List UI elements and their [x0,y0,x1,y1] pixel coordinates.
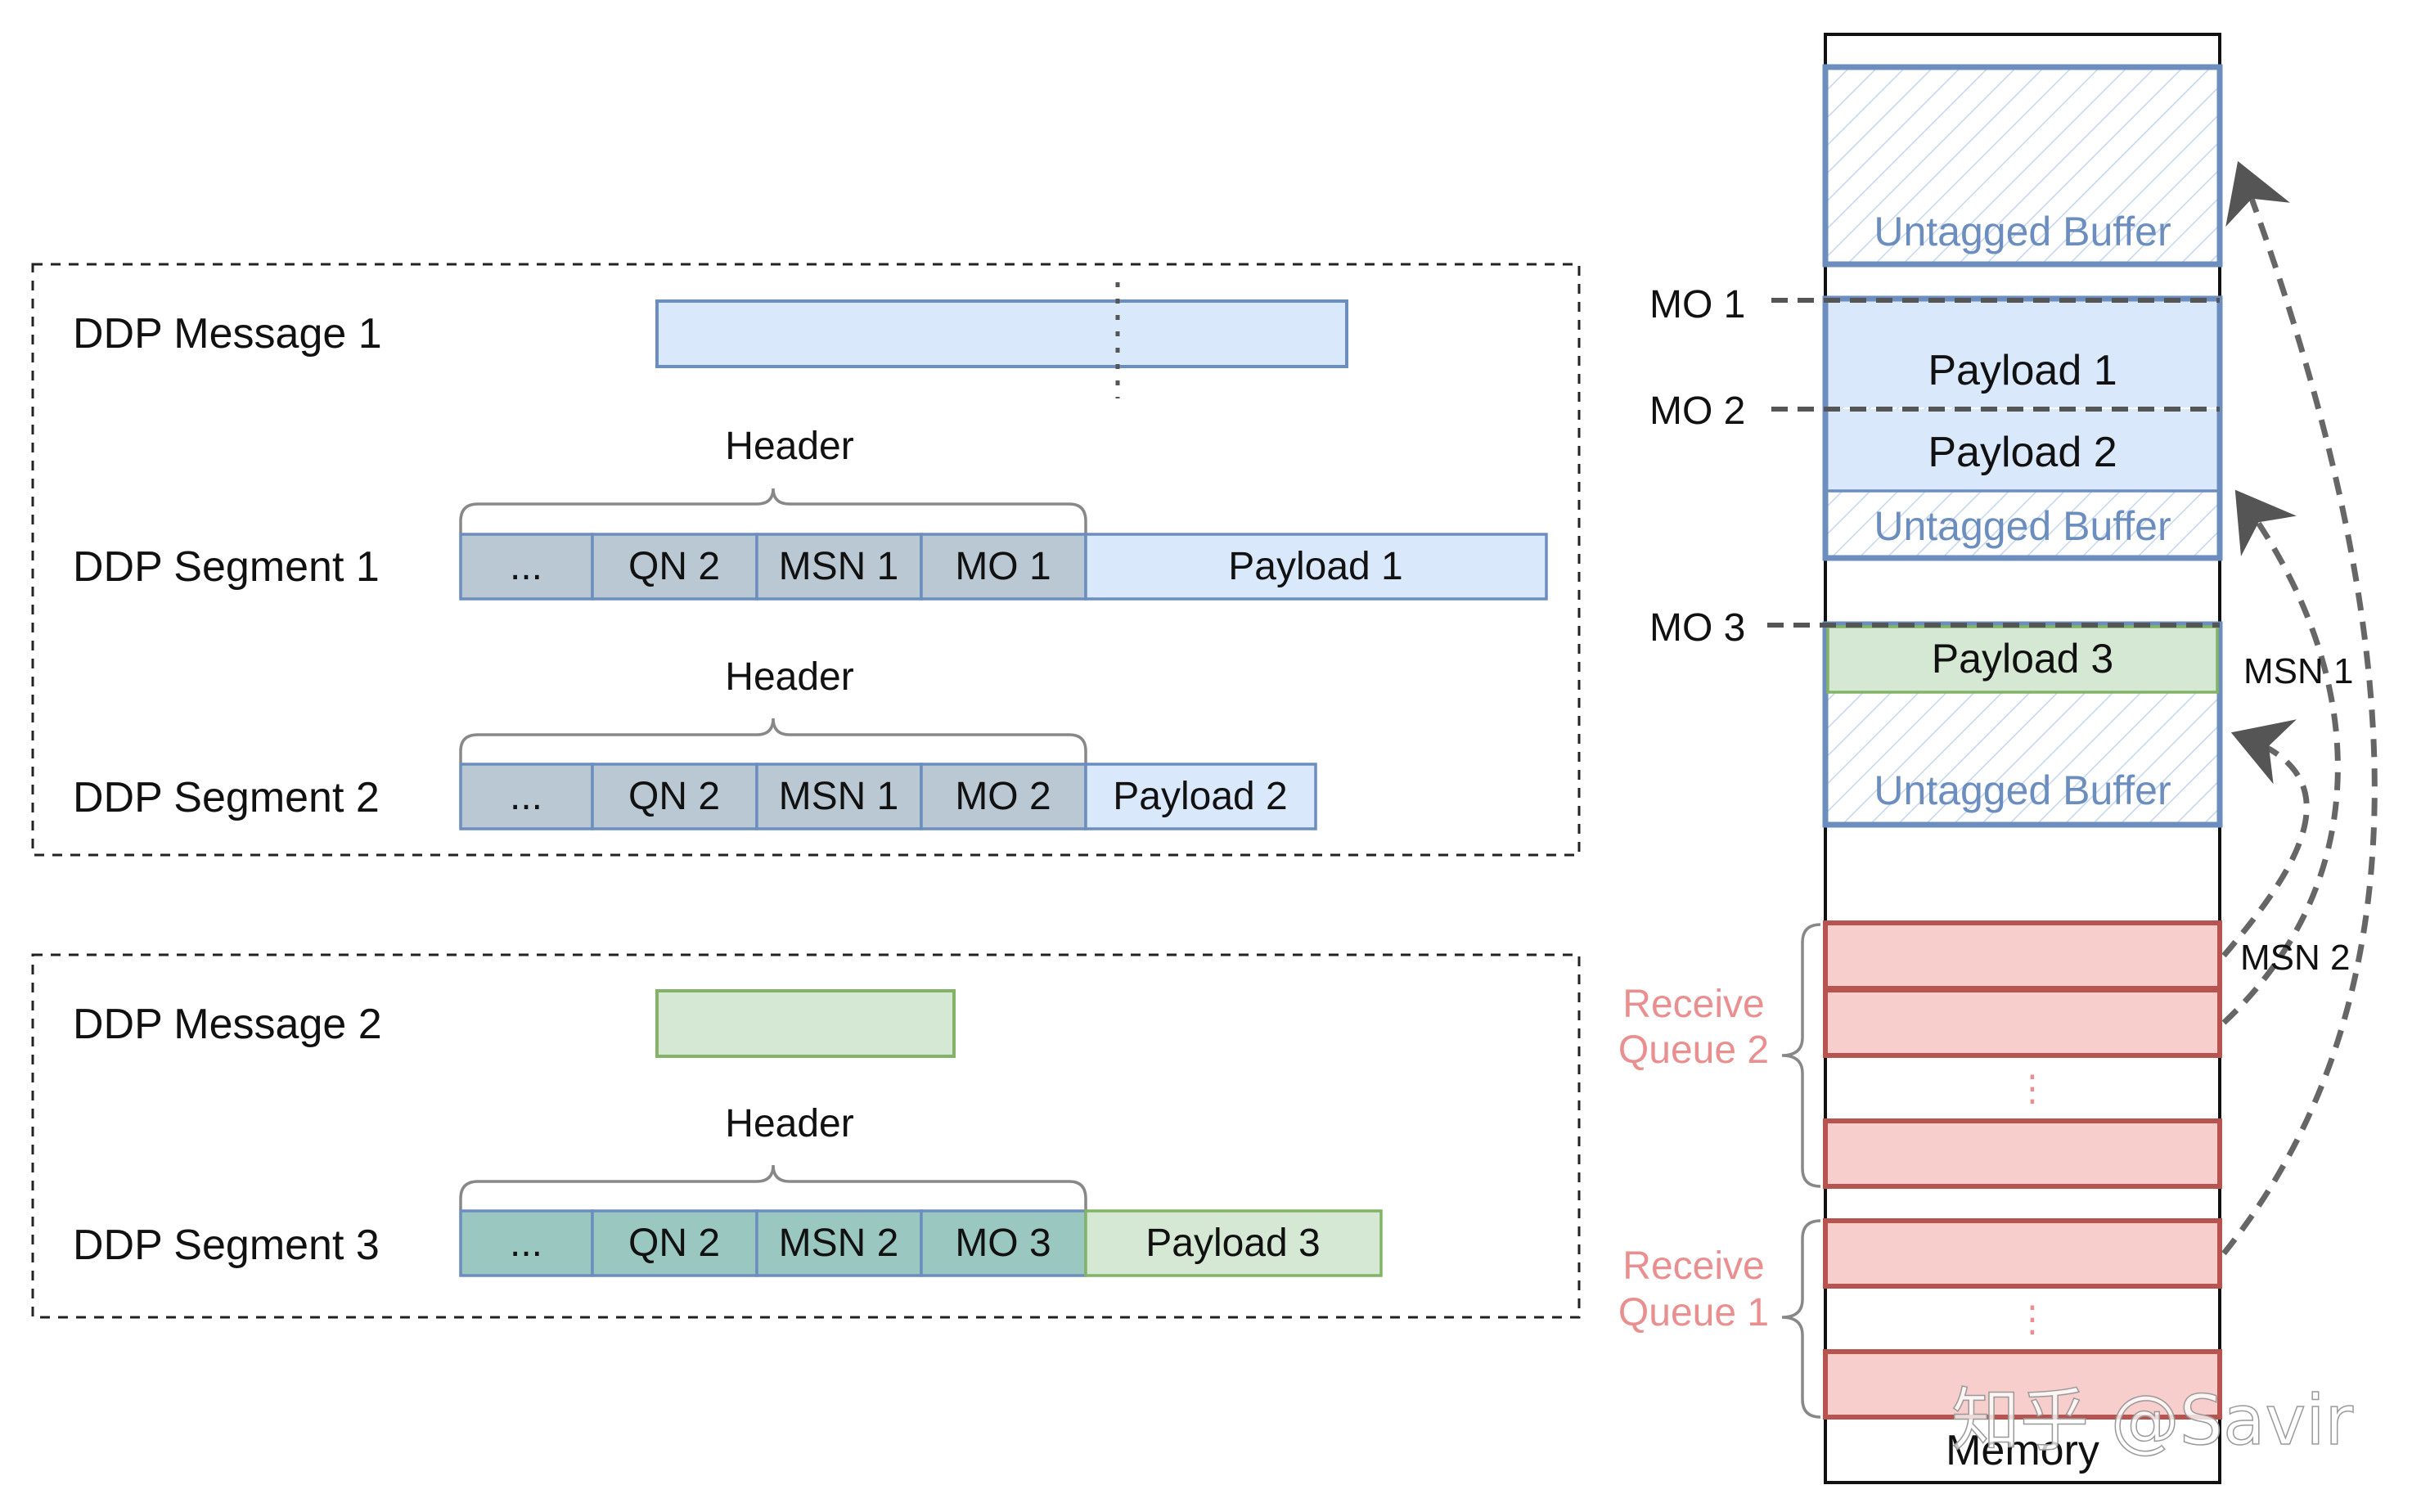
cell-qn: QN 2 [628,1222,720,1265]
watermark: 知乎 @Savir [1951,1380,2354,1460]
receive-queue-2-slot [1823,920,2222,991]
memory-payload-2 [1828,409,2217,491]
memory-payload-2-label: Payload 2 [1928,429,2117,476]
payload-cell [1084,533,1548,601]
memory-payload-1-label: Payload 1 [1928,347,2117,394]
header-cell [591,1209,758,1277]
receive-queue-2-group: Receive Queue 2 [1618,923,1821,1188]
cell-qn: QN 2 [628,775,720,818]
header-cell [459,1209,594,1277]
receive-queue-1-group: Receive Queue 1 [1618,1219,1821,1419]
ddp-message-2-bar [655,989,956,1058]
receive-queue-1-brace [1781,1219,1821,1419]
segment-3-header-label: Header [725,1102,853,1145]
msn-2-arrow-label: MSN 2 [2240,938,2350,978]
receive-queue-1-slot [1823,1218,2222,1289]
mo-3-label: MO 3 [1649,606,1745,650]
cell-payload: Payload 2 [1113,775,1288,818]
mo-2-label: MO 2 [1649,389,1745,433]
untagged-buffer-label: Untagged Buffer [1874,503,2171,549]
payload-cell [1084,1209,1383,1277]
receive-queue-1-label-line-2: Queue 1 [1618,1291,1769,1334]
cell-ellipsis: ... [510,545,542,588]
receive-queue-2-slot [1823,988,2222,1058]
cell-payload: Payload 1 [1228,545,1403,588]
receive-queue-2-brace [1781,923,1821,1188]
segment-1-header-brace [459,488,1087,533]
header-cell [920,763,1087,830]
ddp-message-1-bar [655,299,1348,368]
memory-title: Memory [1946,1427,2099,1474]
receive-queue-1-slot [1823,1349,2222,1420]
ddp-segment-3-label: DDP Segment 3 [73,1222,380,1269]
offset-markers: MO 1 MO 2 MO 3 [1649,283,2220,650]
memory-column: Untagged Buffer Payload 1 Payload 2 Unta… [1822,33,2223,1484]
queue-2-ellipsis: ⋮ [2014,1068,2050,1109]
cell-msn: MSN 1 [779,775,899,818]
untagged-buffer-label: Untagged Buffer [1874,767,2171,813]
memory-payload-3 [1826,625,2219,694]
receive-queue-2-label-line-1: Receive [1622,983,1764,1026]
ddp-segment-2-label: DDP Segment 2 [73,774,380,821]
segment-2-header-brace [459,718,1087,763]
ddp-message-1-label: DDP Message 1 [73,310,382,358]
msn-arrows: MSN 1 MSN 2 [2221,160,2378,1256]
receive-queue-2-label-line-2: Queue 2 [1618,1028,1769,1072]
cell-ellipsis: ... [510,775,542,818]
cell-mo: MO 1 [955,545,1051,588]
segment-2-row: ... QN 2 MSN 1 MO 2 Payload 2 [459,763,1317,830]
ddp-message-2-label: DDP Message 2 [73,1001,382,1048]
cell-ellipsis: ... [510,1222,542,1265]
segment-1-row: ... QN 2 MSN 1 MO 1 Payload 1 [459,533,1548,601]
payload-cell [1084,763,1317,830]
memory-payload-3-label: Payload 3 [1932,636,2113,682]
arrow-queue2-slot2-to-buffer2 [2221,489,2341,1025]
cell-mo: MO 3 [955,1222,1051,1265]
mo-1-label: MO 1 [1649,283,1745,326]
segment-2-header-label: Header [725,655,853,699]
header-cell [920,1209,1087,1277]
cell-payload: Payload 3 [1145,1222,1321,1265]
cell-msn: MSN 1 [779,545,899,588]
untagged-buffer-label: Untagged Buffer [1874,209,2171,254]
queue-1-ellipsis: ⋮ [2014,1298,2050,1340]
untagged-buffer-block [1822,64,2223,268]
arrow-queue2-slot1-to-buffer3 [2221,719,2310,958]
panel-1-frame [31,263,1581,857]
receive-queue-2-slot [1823,1118,2222,1189]
segment-3-row: ... QN 2 MSN 2 MO 3 Payload 3 [459,1209,1383,1277]
segment-3-header-brace [459,1164,1087,1210]
arrow-queue1-slot1-to-buffer1 [2221,160,2378,1256]
cell-qn: QN 2 [628,545,720,588]
panel-2-frame [31,953,1581,1319]
ddp-segment-1-label: DDP Segment 1 [73,543,380,591]
receive-queue-1-label-line-1: Receive [1622,1244,1764,1288]
header-cell [755,533,923,601]
segment-1-header-label: Header [725,425,853,468]
header-cell [591,533,758,601]
memory-payload-1 [1828,301,2217,407]
header-cell [755,1209,923,1277]
cell-msn: MSN 2 [779,1222,899,1265]
msn-1-arrow-label: MSN 1 [2243,651,2353,691]
cell-mo: MO 2 [955,775,1051,818]
